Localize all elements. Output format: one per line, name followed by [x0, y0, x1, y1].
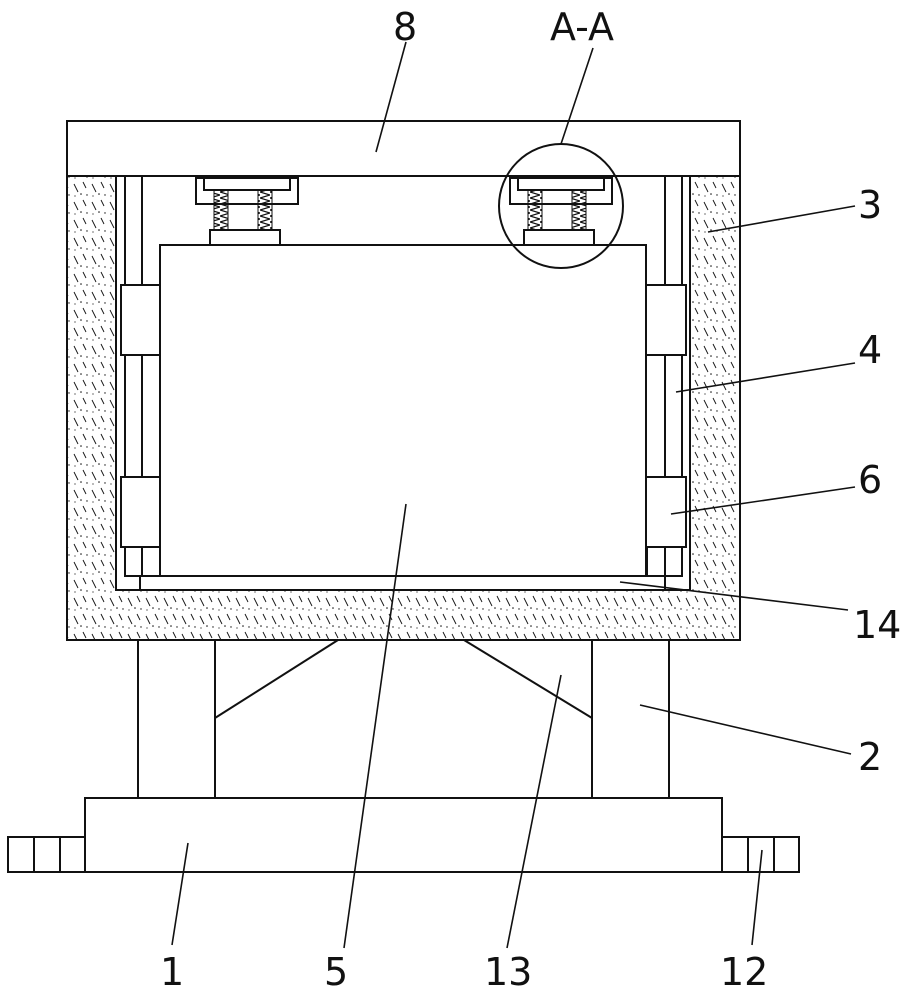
- label-3: 3: [858, 183, 882, 227]
- label-4: 4: [858, 328, 882, 372]
- leader-lines: [171, 41, 856, 949]
- support-legs: [137, 639, 670, 799]
- label-8: 8: [393, 5, 417, 49]
- label-a-a: A-A: [550, 5, 614, 49]
- label-14: 14: [853, 603, 901, 647]
- label-13: 13: [484, 950, 532, 994]
- base-plate: [139, 575, 666, 591]
- foot-blocks-left: [7, 836, 86, 873]
- cross-braces: [214, 639, 593, 719]
- side-sliders: [120, 284, 687, 548]
- base: [84, 797, 723, 873]
- label-5: 5: [324, 950, 348, 994]
- label-1: 1: [160, 950, 184, 994]
- top-lid: [66, 120, 741, 177]
- label-12: 12: [720, 950, 768, 994]
- spring-assembly-right: [509, 177, 613, 246]
- spring-assembly-left: [195, 177, 299, 246]
- label-2: 2: [858, 735, 882, 779]
- label-6: 6: [858, 458, 882, 502]
